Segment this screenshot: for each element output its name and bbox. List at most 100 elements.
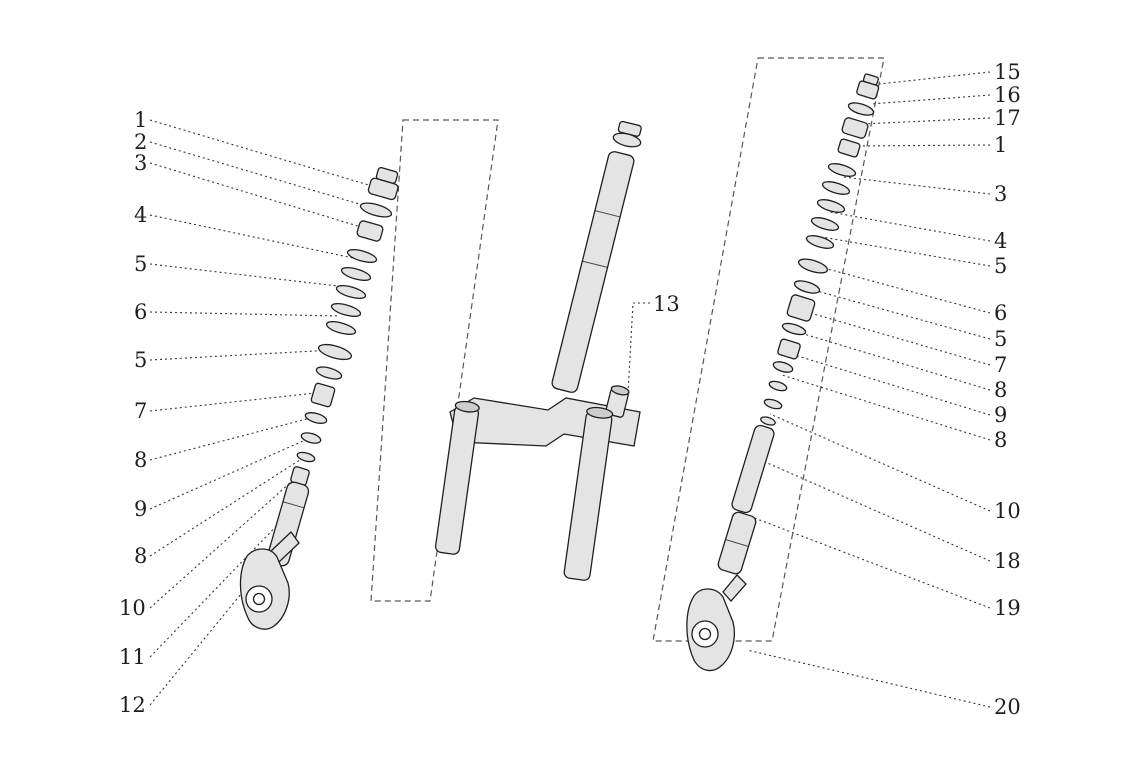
callout-label: 1 <box>134 108 147 132</box>
right-callouts: 15 16 17 1 3 4 5 6 5 7 8 9 8 10 18 19 20 <box>994 60 1021 719</box>
axle-hole-inner <box>252 592 266 606</box>
callout-label: 11 <box>119 645 146 669</box>
callout-label: 4 <box>134 203 147 227</box>
fork-slider <box>717 511 757 575</box>
spring-coil <box>325 321 357 335</box>
stem-top-cap <box>612 120 642 148</box>
left-fork-exploded-stack <box>239 166 399 630</box>
leader-line <box>787 352 991 416</box>
washer <box>797 258 829 274</box>
cap-body <box>367 177 399 201</box>
callout-label: 5 <box>134 252 147 276</box>
spring-coil <box>816 199 846 213</box>
fork-lower-end <box>239 531 300 630</box>
stem-tube <box>551 151 635 393</box>
washer <box>359 202 393 218</box>
leader-line <box>878 71 991 85</box>
left-dashed-panel-outline <box>370 119 499 602</box>
callout-label: 4 <box>994 229 1007 253</box>
leader-line <box>755 457 991 562</box>
leader-line <box>743 513 991 609</box>
leader-line <box>149 415 319 461</box>
leader-line-13 <box>627 302 650 394</box>
callout-label: 16 <box>994 83 1021 107</box>
washer <box>847 102 875 116</box>
leader-line <box>855 144 991 147</box>
spring-coil <box>810 217 840 231</box>
leader-line <box>149 162 362 228</box>
washer <box>315 366 343 380</box>
leader-line <box>149 263 347 288</box>
slider-ridge <box>725 539 749 547</box>
callout-label: 9 <box>994 403 1007 427</box>
callout-label: 5 <box>134 348 147 372</box>
leader-line <box>149 311 340 317</box>
spring-coil <box>827 163 857 177</box>
stub-tube <box>563 411 613 581</box>
fork-lower-end <box>686 574 747 672</box>
stub-top <box>454 400 480 413</box>
callout-label: 17 <box>994 106 1021 130</box>
bushing <box>310 382 336 408</box>
callout-label: 19 <box>994 596 1021 620</box>
right-dashed-panel-outline <box>652 57 885 642</box>
right-fork-exploded-stack <box>686 73 880 672</box>
callout-label: 20 <box>994 695 1021 719</box>
callout-label: 6 <box>134 300 147 324</box>
callout-label: 13 <box>653 292 680 316</box>
leader-line <box>805 287 991 340</box>
leader-line <box>812 264 991 314</box>
spring-coil <box>346 249 378 263</box>
fork-cap <box>841 117 869 139</box>
stem-ridge <box>594 210 621 218</box>
stem-ridge <box>582 260 608 268</box>
stub-top <box>586 406 614 419</box>
seal-ring <box>296 451 316 463</box>
fork-tube <box>731 424 775 514</box>
leader-line <box>793 330 991 391</box>
leader-line <box>149 141 367 207</box>
fork-spring <box>805 163 857 249</box>
callout-label: 5 <box>994 327 1007 351</box>
washer <box>793 280 821 294</box>
washer <box>781 322 807 336</box>
callout-label: 7 <box>134 399 147 423</box>
steering-column-assembly <box>434 120 642 581</box>
leader-line <box>821 236 991 267</box>
tube-ridge <box>282 501 305 509</box>
callout-label: 6 <box>994 301 1007 325</box>
bushing <box>786 294 816 322</box>
leader-line <box>149 214 354 259</box>
leader-line <box>149 349 334 361</box>
leader-line <box>862 117 991 125</box>
left-callouts: 1 2 3 4 5 6 5 7 8 9 8 10 11 12 <box>119 108 147 717</box>
leader-line <box>829 211 991 242</box>
callout-label: 3 <box>994 182 1007 206</box>
callout-label: 10 <box>119 596 146 620</box>
clamp-boss <box>605 385 630 418</box>
callout-label: 7 <box>994 353 1007 377</box>
top-nut <box>856 73 880 100</box>
fork-spring <box>325 249 378 335</box>
callout-label: 8 <box>994 378 1007 402</box>
stub-tube <box>434 405 480 555</box>
seal-ring <box>768 380 788 392</box>
leader-line <box>746 649 991 708</box>
callout-label: 10 <box>994 499 1021 523</box>
seal-ring <box>772 361 794 373</box>
leader-line <box>149 119 373 187</box>
callout-label: 5 <box>994 254 1007 278</box>
seal-ring <box>763 398 783 410</box>
spring-coil <box>335 285 367 299</box>
caliper-arm <box>722 574 747 602</box>
left-leader-lines <box>149 119 373 706</box>
axle-hole-inner <box>698 627 712 641</box>
spacer <box>356 220 384 242</box>
spring-coil <box>330 303 362 317</box>
leader-line <box>769 413 991 512</box>
spring-coil <box>340 267 372 281</box>
leader-line <box>870 94 991 105</box>
fork-stub-right <box>563 406 614 581</box>
